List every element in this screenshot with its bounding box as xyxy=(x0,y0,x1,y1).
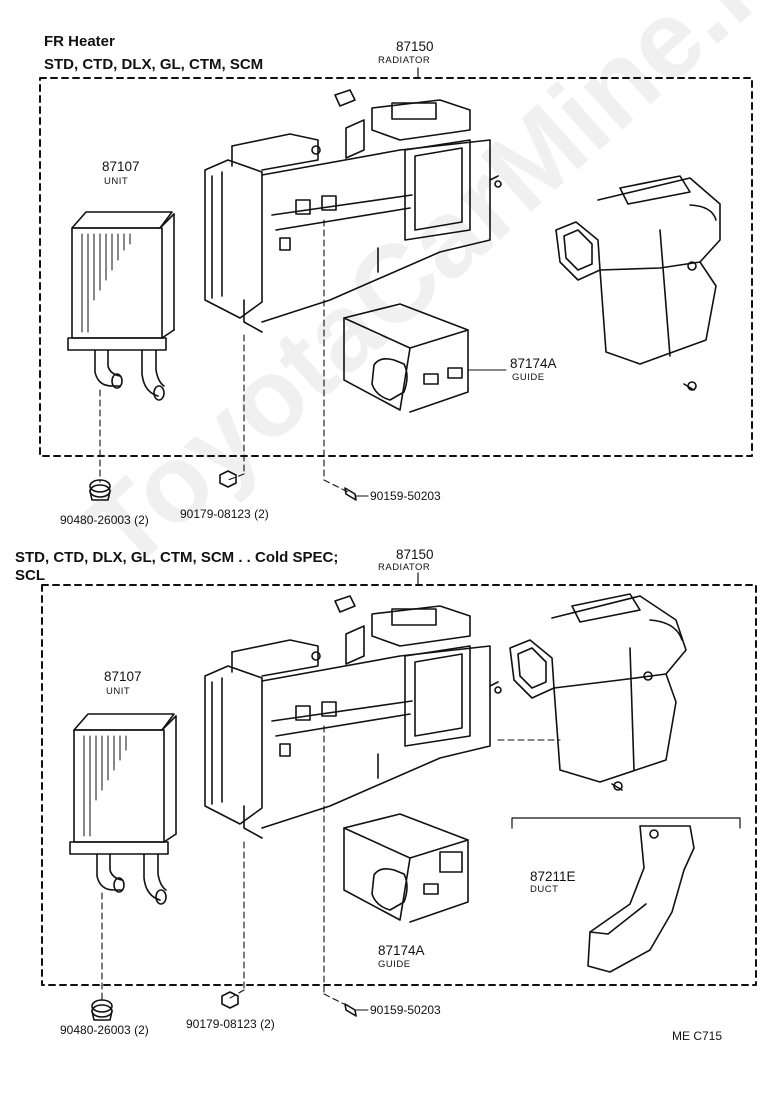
section-1-assembly-border xyxy=(39,67,753,457)
hardware-1 xyxy=(89,470,369,501)
heater-unit-core-1 xyxy=(67,211,175,401)
figure-code: ME C715 xyxy=(672,1029,723,1043)
section-2-variants-cont: SCL xyxy=(15,567,45,584)
guide-label-1: GUIDE xyxy=(512,372,545,383)
duct-87211e xyxy=(587,825,695,973)
blower-duct-1 xyxy=(555,175,721,391)
grommet-part-number-1: 90480-26003 (2) xyxy=(60,513,149,527)
blower-duct-2 xyxy=(509,593,687,791)
nut-part-number-2: 90179-08123 (2) xyxy=(186,1017,275,1031)
unit-label-2: UNIT xyxy=(106,686,131,697)
radiator-label-2: RADIATOR xyxy=(378,562,431,573)
grommet-part-number-2: 90480-26003 (2) xyxy=(60,1023,149,1037)
section-2-assembly-border xyxy=(41,572,757,986)
radiator-label-1: RADIATOR xyxy=(378,55,431,66)
screw-part-number-2: 90159-50203 xyxy=(370,1003,441,1017)
screw-part-number-1: 90159-50203 xyxy=(370,489,441,503)
section-1-title: FR Heater xyxy=(44,33,115,50)
guide-label-2: GUIDE xyxy=(378,959,411,970)
hardware-2 xyxy=(91,991,369,1021)
radiator-housing-2 xyxy=(204,595,502,839)
leader-lines-2 xyxy=(101,725,561,1007)
unit-label-1: UNIT xyxy=(104,176,129,187)
unit-part-number-2: 87107 xyxy=(104,669,142,684)
radiator-part-number-1: 87150 xyxy=(396,39,434,54)
duct-87211e-bracket xyxy=(511,817,741,829)
leader-lines-1 xyxy=(99,219,349,493)
guide-1 xyxy=(343,303,507,413)
section-1-variants: STD, CTD, DLX, GL, CTM, SCM xyxy=(44,56,264,73)
nut-part-number-1: 90179-08123 (2) xyxy=(180,507,269,521)
guide-2 xyxy=(343,813,469,923)
heater-unit-core-2 xyxy=(69,713,177,905)
section-2-variants: STD, CTD, DLX, GL, CTM, SCM . . Cold SPE… xyxy=(15,549,339,566)
radiator-part-number-2: 87150 xyxy=(396,547,434,562)
guide-part-number-2: 87174A xyxy=(378,943,425,958)
unit-part-number-1: 87107 xyxy=(102,159,140,174)
guide-part-number-1: 87174A xyxy=(510,356,557,371)
radiator-housing-1 xyxy=(204,89,502,333)
duct-label-2: DUCT xyxy=(530,884,559,895)
duct-part-number-2: 87211E xyxy=(530,869,576,884)
